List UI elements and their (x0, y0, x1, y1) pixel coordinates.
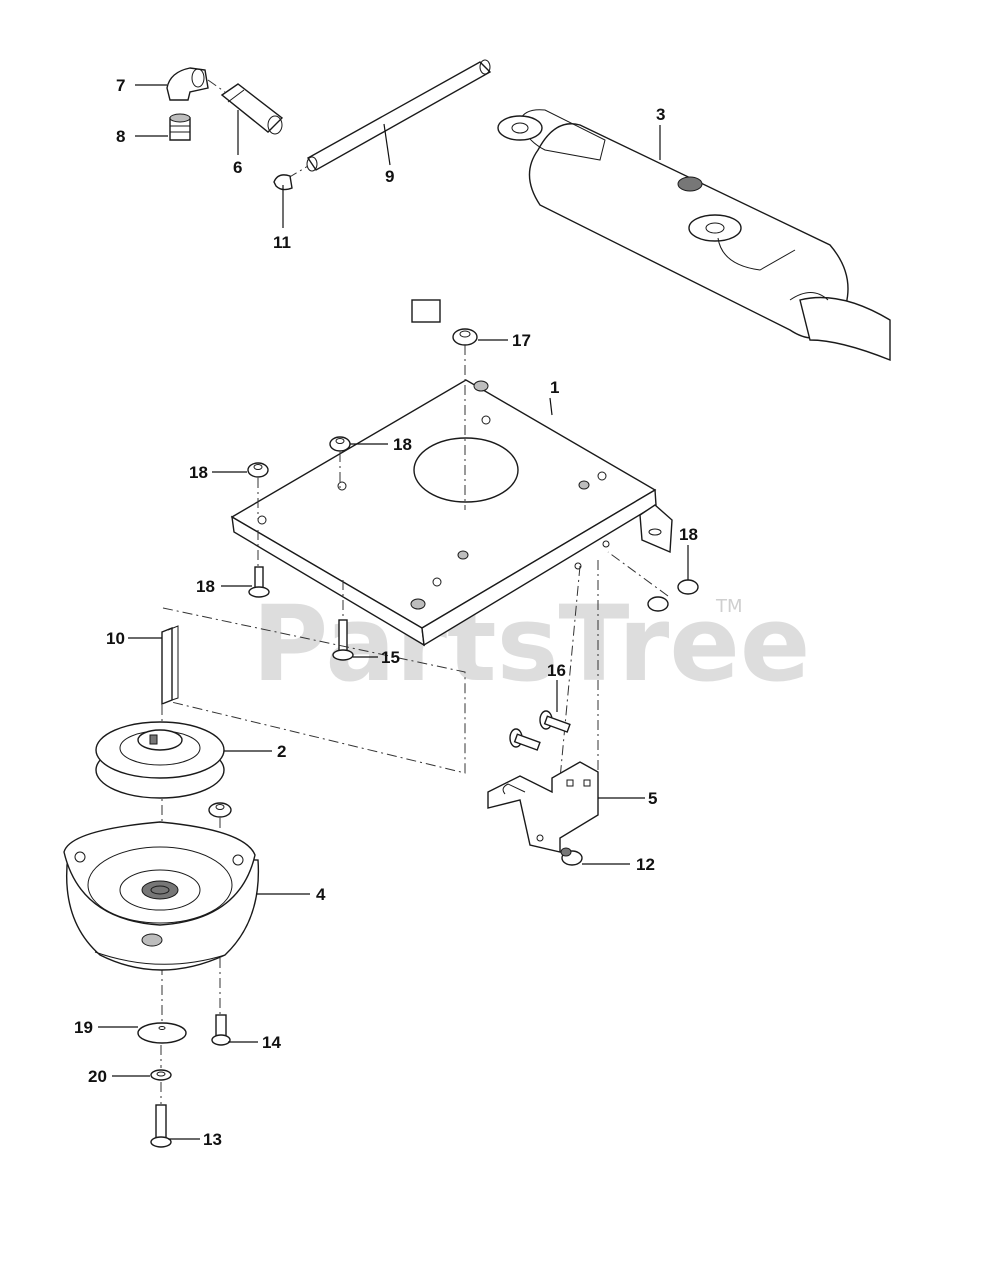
part-15-bolt (332, 619, 354, 661)
part-16-bolts (509, 710, 571, 751)
callout-1: 1 (550, 378, 559, 397)
part-18-nut-right (647, 579, 699, 612)
part-17-nut (452, 328, 478, 346)
callout-20: 20 (88, 1067, 107, 1086)
watermark-trademark: TM (715, 596, 743, 617)
part-4-nut (208, 802, 232, 818)
part-18-nut-left (247, 462, 269, 478)
callout-11: 11 (273, 233, 291, 252)
callout-5: 5 (648, 789, 657, 808)
part-7-elbow (166, 67, 209, 101)
part-11-clip (273, 174, 293, 191)
part-18-nut-top (329, 436, 351, 452)
part-14-bolt (211, 1014, 231, 1046)
part-20-washer (150, 1069, 172, 1081)
callout-17: 17 (512, 331, 531, 350)
callout-13: 13 (203, 1130, 222, 1149)
callout-7: 7 (116, 76, 125, 95)
part-6-pipe (220, 83, 284, 135)
callout-18-bolt: 18 (196, 577, 215, 596)
callout-16: 16 (547, 661, 566, 680)
leader-lines (98, 84, 689, 1140)
part-13-bolt (150, 1104, 172, 1148)
callout-6: 6 (233, 158, 242, 177)
callout-9: 9 (385, 167, 394, 186)
part-9-tube (306, 59, 492, 172)
part-3-muffler (497, 109, 891, 362)
callout-2: 2 (277, 742, 286, 761)
callout-4: 4 (316, 885, 326, 904)
part-4-clutch (63, 821, 260, 971)
part-19-washer (137, 1022, 187, 1044)
callout-8: 8 (116, 127, 125, 146)
part-12-clip (560, 847, 583, 866)
callout-14: 14 (262, 1033, 281, 1052)
callout-3: 3 (656, 105, 665, 124)
callout-19: 19 (74, 1018, 93, 1037)
callout-18-right: 18 (679, 525, 698, 544)
part-8-plug (169, 113, 191, 141)
part-1-mounting-plate (230, 299, 673, 647)
callout-18-top: 18 (393, 435, 412, 454)
callout-labels: 7 8 6 9 11 3 17 1 18 18 18 18 10 15 16 2… (74, 76, 698, 1149)
part-2-pulley (95, 721, 225, 799)
callout-12: 12 (636, 855, 655, 874)
callout-18-left: 18 (189, 463, 208, 482)
part-10-key (161, 625, 179, 706)
part-5-bracket (487, 761, 599, 853)
callout-15: 15 (381, 648, 400, 667)
callout-10: 10 (106, 629, 125, 648)
part-18-bolt (248, 566, 270, 598)
